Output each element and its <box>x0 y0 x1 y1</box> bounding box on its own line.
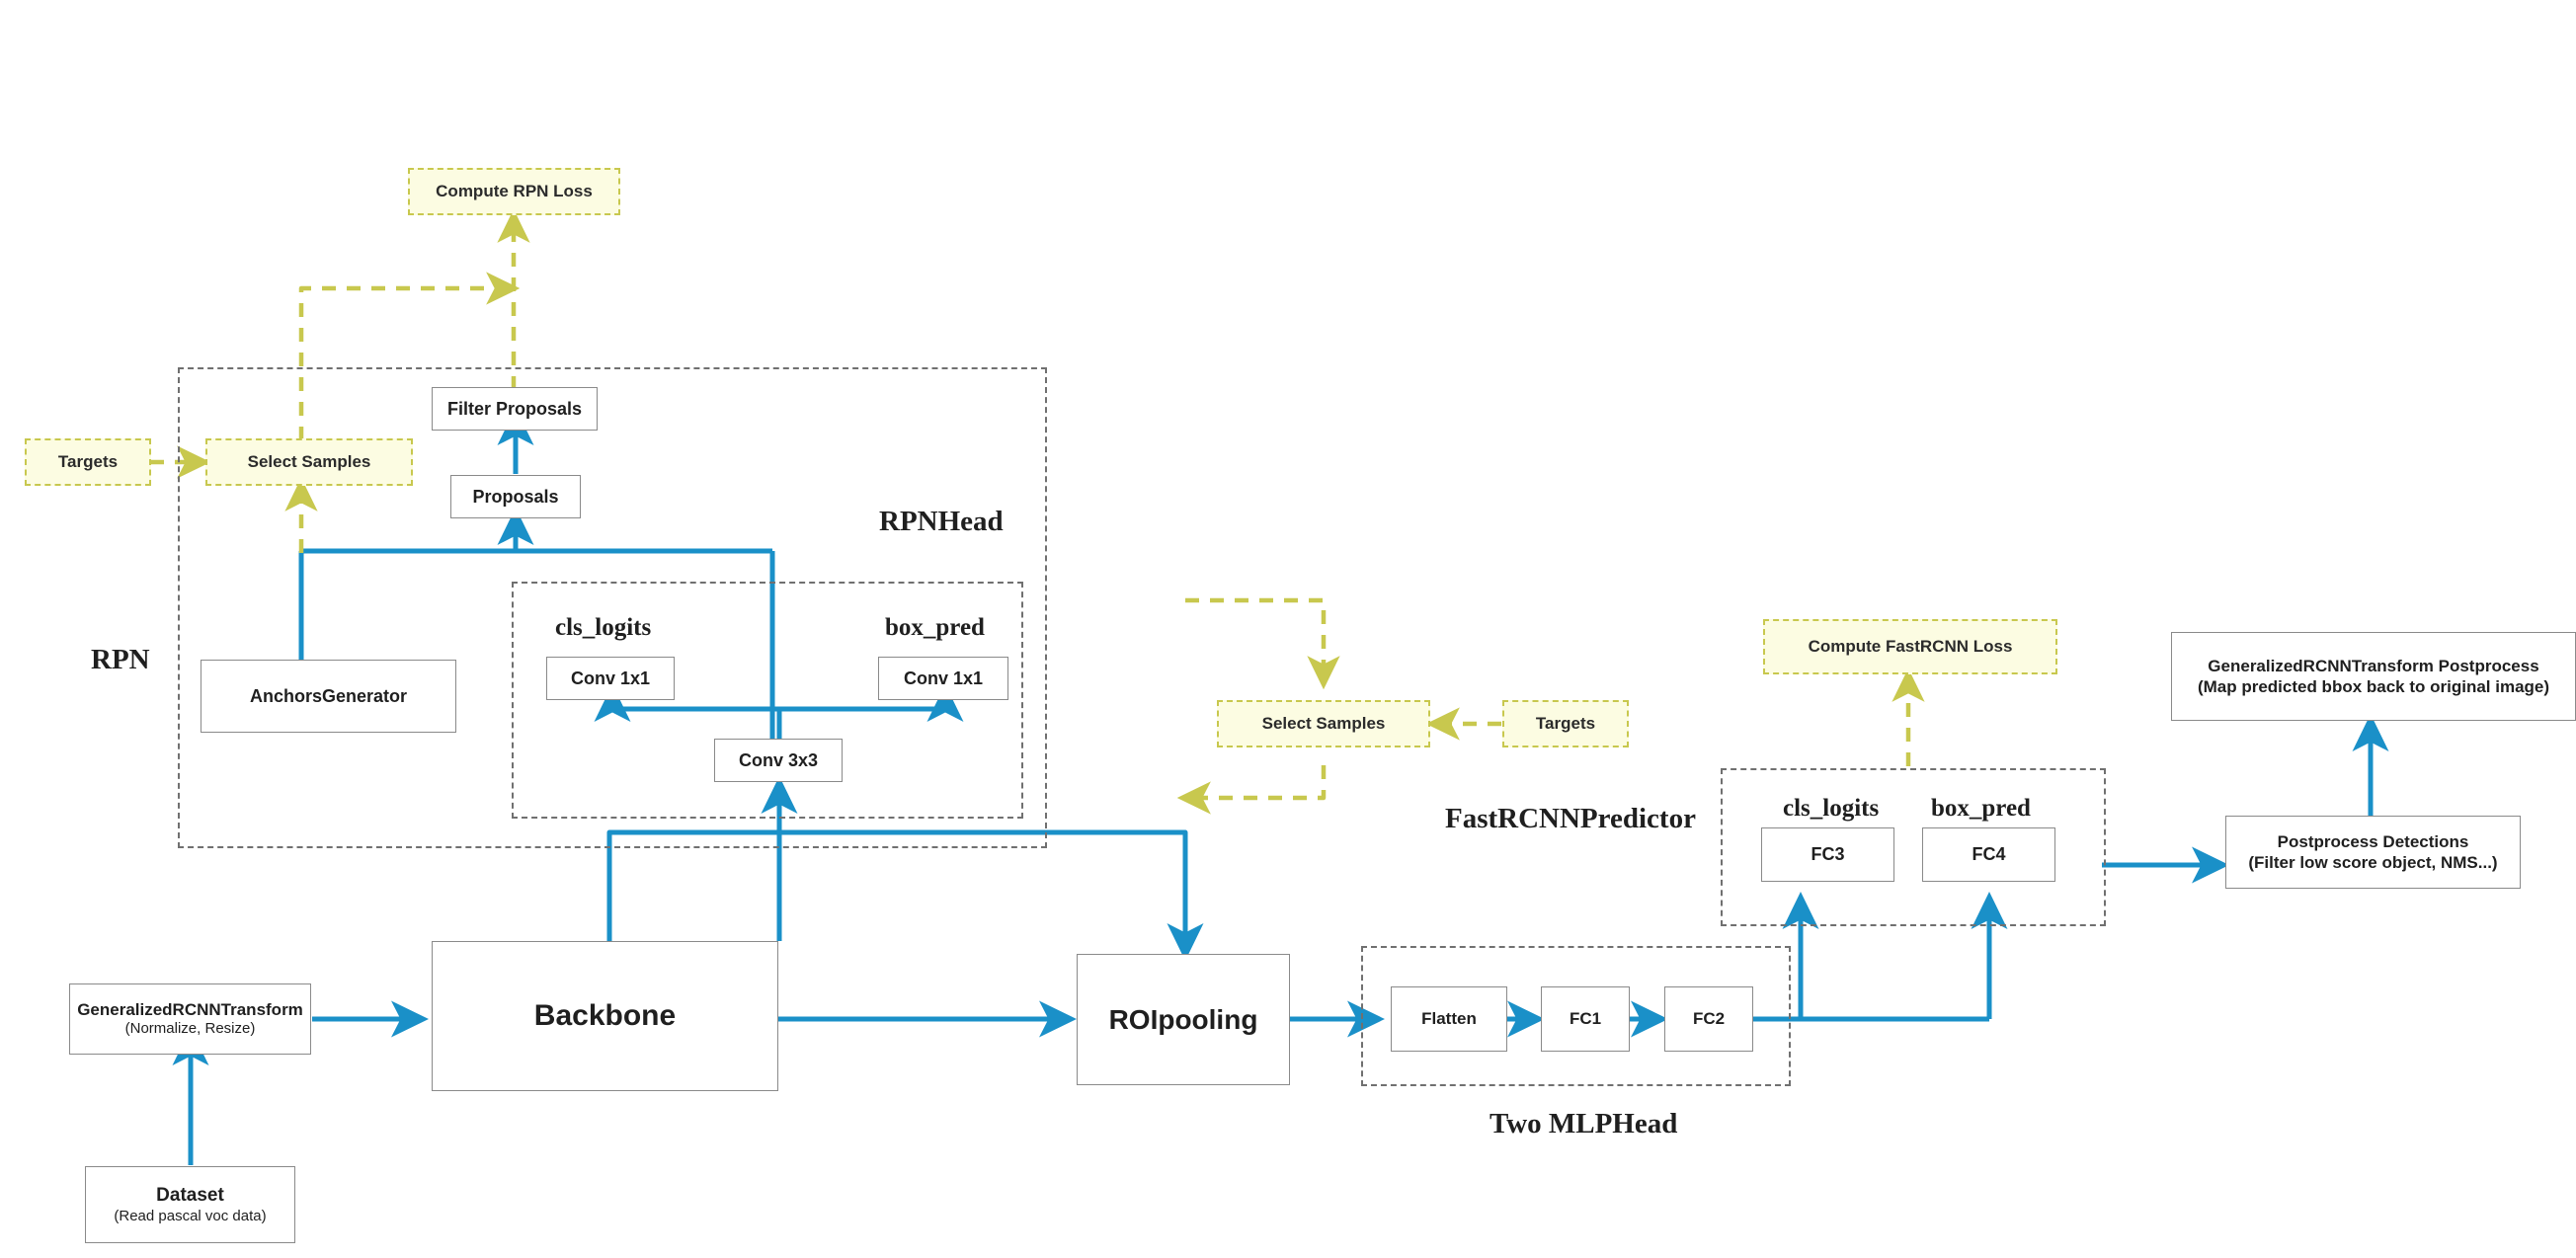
node-sublabel: (Read pascal voc data) <box>114 1207 267 1224</box>
subhead-rpn-cls-logits: cls_logits <box>555 614 652 641</box>
node-label: GeneralizedRCNNTransform <box>77 1000 303 1019</box>
node-rpn-conv-cls-logits[interactable]: Conv 1x1 <box>546 657 675 700</box>
subhead-fast-cls-logits: cls_logits <box>1783 795 1880 822</box>
node-label: Flatten <box>1421 1009 1477 1029</box>
node-label: ROIpooling <box>1108 1004 1258 1035</box>
node-label: Filter Proposals <box>446 398 583 419</box>
node-label: Backbone <box>533 999 677 1033</box>
node-sublabel: (Filter low score object, NMS...) <box>2248 853 2498 872</box>
node-select-samples-fastrcnn[interactable]: Select Samples <box>1217 700 1430 747</box>
node-label: Dataset <box>156 1184 224 1206</box>
node-dataset[interactable]: Dataset (Read pascal voc data) <box>85 1166 295 1243</box>
node-label: Proposals <box>472 486 559 507</box>
subhead-fast-box-pred: box_pred <box>1931 795 2031 822</box>
node-label: Compute RPN Loss <box>436 182 593 201</box>
node-label: Conv 1x1 <box>570 668 651 688</box>
node-backbone[interactable]: Backbone <box>432 941 778 1091</box>
node-label: AnchorsGenerator <box>249 685 408 706</box>
group-label-rpnhead: RPNHead <box>879 506 1004 537</box>
node-label: Conv 1x1 <box>903 668 984 688</box>
group-fastrcnn-predictor <box>1721 768 2106 926</box>
node-sublabel: (Normalize, Resize) <box>124 1020 256 1038</box>
node-fc1[interactable]: FC1 <box>1541 986 1630 1052</box>
node-fc3[interactable]: FC3 <box>1761 827 1894 882</box>
node-label: FC4 <box>1972 844 2006 865</box>
node-label: Compute FastRCNN Loss <box>1808 637 2013 657</box>
node-proposals[interactable]: Proposals <box>450 475 581 518</box>
node-sublabel: (Map predicted bbox back to original ima… <box>2197 677 2550 696</box>
group-label-fastrcnnpredictor: FastRCNNPredictor <box>1445 803 1696 834</box>
node-transform-postprocess[interactable]: GeneralizedRCNNTransform Postprocess (Ma… <box>2171 632 2576 721</box>
group-label-rpn: RPN <box>91 644 150 675</box>
group-rpn-head-inner <box>512 582 1023 819</box>
node-label: Targets <box>57 452 119 472</box>
node-generalized-rcnn-transform[interactable]: GeneralizedRCNNTransform (Normalize, Res… <box>69 983 311 1055</box>
node-label: Targets <box>1535 714 1596 734</box>
node-flatten[interactable]: Flatten <box>1391 986 1507 1052</box>
node-roipooling[interactable]: ROIpooling <box>1077 954 1290 1085</box>
node-targets-fastrcnn[interactable]: Targets <box>1502 700 1629 747</box>
node-label: FC1 <box>1569 1009 1602 1029</box>
node-label: Postprocess Detections <box>2277 831 2469 851</box>
group-rpn <box>178 367 1047 848</box>
node-label: Select Samples <box>1261 714 1386 734</box>
node-filter-proposals[interactable]: Filter Proposals <box>432 387 598 431</box>
group-label-two-mlphead: Two MLPHead <box>1489 1108 1678 1140</box>
node-anchors-generator[interactable]: AnchorsGenerator <box>201 660 456 733</box>
node-rpn-conv-box-pred[interactable]: Conv 1x1 <box>878 657 1008 700</box>
node-select-samples-rpn[interactable]: Select Samples <box>205 438 413 486</box>
node-compute-fastrcnn-loss[interactable]: Compute FastRCNN Loss <box>1763 619 2057 674</box>
node-fc4[interactable]: FC4 <box>1922 827 2055 882</box>
node-label: Select Samples <box>247 452 371 472</box>
group-two-mlphead <box>1361 946 1791 1086</box>
node-fc2[interactable]: FC2 <box>1664 986 1753 1052</box>
node-label: Conv 3x3 <box>738 749 819 770</box>
node-compute-rpn-loss[interactable]: Compute RPN Loss <box>408 168 620 215</box>
node-conv-3x3[interactable]: Conv 3x3 <box>714 739 843 782</box>
node-label: FC3 <box>1811 844 1845 865</box>
subhead-rpn-box-pred: box_pred <box>885 614 985 641</box>
node-postprocess-detections[interactable]: Postprocess Detections (Filter low score… <box>2225 816 2521 889</box>
node-targets-rpn[interactable]: Targets <box>25 438 151 486</box>
node-label: FC2 <box>1692 1009 1726 1029</box>
node-label: GeneralizedRCNNTransform Postprocess <box>2208 656 2539 675</box>
